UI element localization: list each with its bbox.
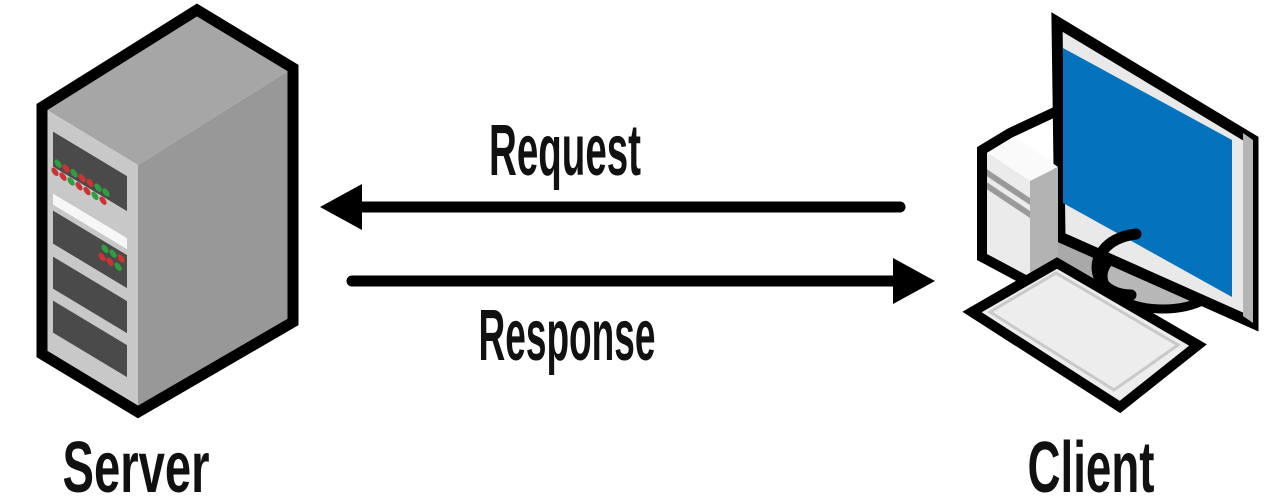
server-drive-bay [53, 256, 127, 334]
server-drive-bay [53, 300, 127, 378]
server-drive-bay [53, 131, 127, 212]
client-tower-outline [977, 106, 1060, 293]
keyboard-inner-line [987, 271, 1181, 392]
request-arrow [320, 184, 906, 230]
client-tower-top-face [982, 133, 1058, 181]
server-top-face [42, 10, 293, 165]
client-node [962, 12, 1259, 414]
server-drive-bay [53, 210, 127, 289]
server-outline [36, 3, 299, 419]
monitor-screen [1063, 48, 1232, 297]
response-arrowhead-icon [893, 258, 935, 304]
monitor-side-edge [1243, 133, 1253, 323]
server-node [36, 3, 299, 419]
response-arrow-label: Response [479, 296, 656, 376]
request-arrow-label: Request [489, 111, 641, 191]
client-node-label: Client [1028, 428, 1155, 499]
server-side-face [138, 68, 293, 412]
client-tower-vents [986, 168, 1030, 219]
server-front-panel [51, 131, 127, 378]
server-led-lights-red [51, 164, 125, 267]
server-node-label: Server [63, 428, 210, 499]
server-white-stripe [53, 193, 127, 250]
client-tower-side-face [1030, 167, 1058, 285]
server-led-lights-green [54, 159, 122, 271]
request-arrowhead-icon [320, 184, 362, 230]
client-tower-front-face [982, 149, 1030, 285]
client-tower [977, 106, 1060, 293]
keyboard [962, 257, 1207, 414]
response-arrow [346, 258, 935, 304]
